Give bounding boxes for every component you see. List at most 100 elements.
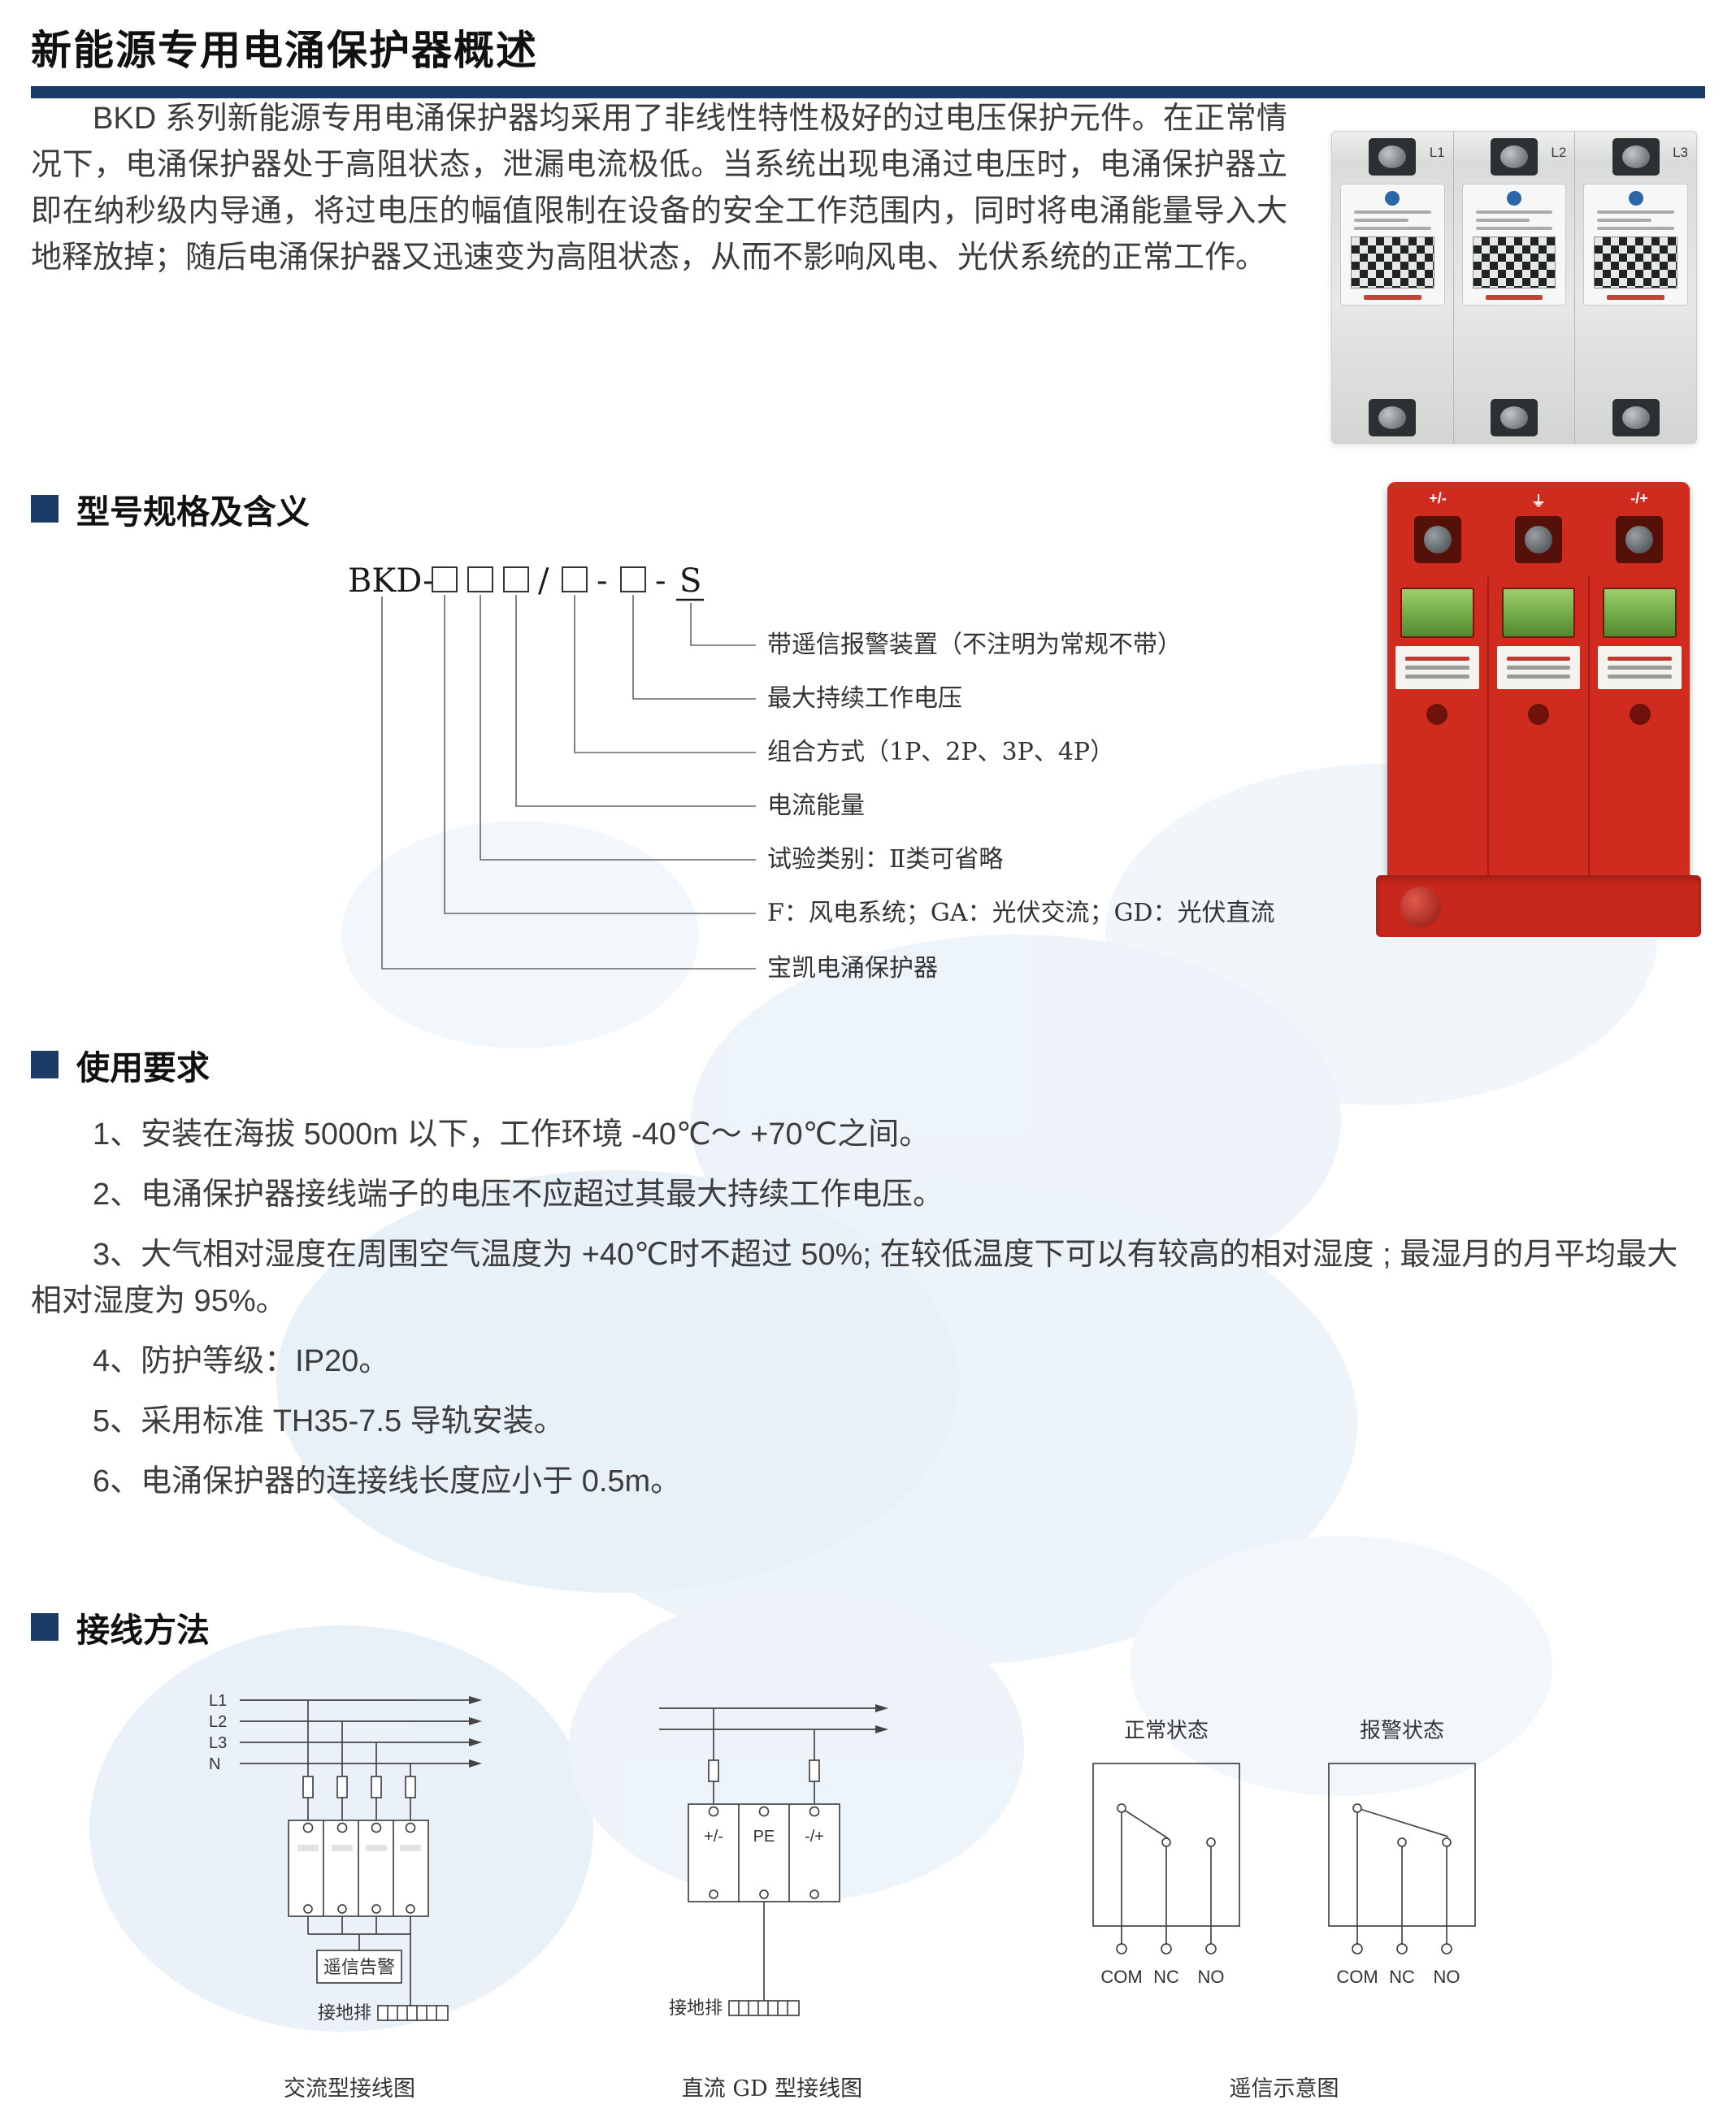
title-underline-bar xyxy=(31,86,1705,98)
usage-item: 6、电涌保护器的连接线长度应小于 0.5m。 xyxy=(93,1464,682,1499)
ac-line-label: L3 xyxy=(209,1734,227,1752)
terminal-label: NC xyxy=(1389,1967,1415,1987)
dc-wiring-diagram: +/- PE -/+ 接地排 xyxy=(646,1690,898,2048)
module-face xyxy=(1461,183,1567,306)
page-header: 新能源专用电涌保护器概述 xyxy=(31,18,1705,98)
terminal-screw-icon xyxy=(1515,516,1562,563)
brand-logo-icon xyxy=(1507,190,1521,206)
terminal-screw-icon xyxy=(1491,137,1538,176)
remote-signal-diagram: 正常状态 报警状态 xyxy=(1044,1715,1524,2007)
wiring-section-heading: 接线方法 xyxy=(31,1603,210,1651)
screw-hole-icon xyxy=(1629,704,1651,725)
model-callout-label: 试验类别：Ⅱ类可省略 xyxy=(767,845,1003,874)
label-band xyxy=(1598,646,1682,689)
ac-line-label: L2 xyxy=(209,1713,227,1731)
usage-item: 3、大气相对湿度在周围空气温度为 +40℃时不超过 50%; 在较低温度下可以有… xyxy=(31,1238,1678,1318)
release-latch xyxy=(1400,887,1441,927)
device-module xyxy=(1489,576,1591,890)
usage-item: 5、采用标准 TH35-7.5 导轨安装。 xyxy=(93,1404,565,1438)
status-window xyxy=(1603,588,1677,638)
replace-indicator-line xyxy=(1607,294,1665,300)
fine-print-line xyxy=(1597,226,1675,230)
section-bullet-icon xyxy=(31,495,59,523)
module-label-marks xyxy=(297,1845,421,1851)
model-callout-label: 组合方式（1P、2P、3P、4P） xyxy=(767,738,1114,766)
usage-item: 4、防护等级：IP20。 xyxy=(93,1344,390,1378)
spec-grid xyxy=(1351,236,1434,288)
model-callout-label: 电流能量 xyxy=(767,792,865,820)
dc-module-label: PE xyxy=(753,1828,775,1846)
ground-bar-label: 接地排 xyxy=(669,1998,723,2019)
fine-print-line xyxy=(1354,226,1431,230)
terminal-screw-icon xyxy=(1612,398,1660,436)
spec-grid xyxy=(1472,236,1556,288)
screw-hole-icon xyxy=(1528,704,1549,725)
ground-bar xyxy=(728,2000,800,2016)
fine-print-line xyxy=(1405,657,1469,661)
fine-print-line xyxy=(1506,657,1571,661)
brand-logo-icon xyxy=(1628,190,1643,206)
intro-paragraph: BKD 系列新能源专用电涌保护器均采用了非线性特性极好的过电压保护元件。在正常情… xyxy=(31,102,1287,275)
model-section-heading: 型号规格及含义 xyxy=(31,484,310,533)
module-label: L3 xyxy=(1673,144,1689,160)
spd-unit: +/- PE -/+ xyxy=(688,1803,840,1902)
model-code-dash: - xyxy=(655,562,666,600)
section-bullet-icon xyxy=(31,1051,59,1078)
terminal-label: NO xyxy=(1434,1967,1460,1987)
terminal-markings: +/- ⏚ -/+ xyxy=(1387,490,1690,511)
page-title: 新能源专用电涌保护器概述 xyxy=(31,27,538,74)
fine-print-line xyxy=(1354,210,1431,214)
model-code-slash: / xyxy=(538,562,549,600)
intro-section: L1 L2 xyxy=(31,96,1705,465)
ac-bottom-wiring xyxy=(307,1916,411,2006)
module-row xyxy=(1387,576,1690,890)
model-code-suffix: S xyxy=(679,562,701,600)
usage-section-heading: 使用要求 xyxy=(31,1040,210,1089)
model-section-title: 型号规格及含义 xyxy=(76,492,310,531)
alarm-state-label: 报警状态 xyxy=(1360,1719,1444,1743)
dc-wiring-svg: +/- PE -/+ 接地排 xyxy=(659,1704,888,2019)
device-body: +/- ⏚ -/+ xyxy=(1387,482,1690,890)
model-callout-label: 最大持续工作电压 xyxy=(767,684,962,713)
replace-indicator-line xyxy=(1364,294,1421,300)
remote-alarm-box xyxy=(316,1950,402,1984)
usage-item: 1、安装在海拔 5000m 以下，工作环境 -40℃～ +70℃之间。 xyxy=(93,1117,931,1152)
fine-print-line xyxy=(1475,226,1553,230)
brand-logo-icon xyxy=(1385,190,1400,206)
fine-print-line xyxy=(1405,675,1469,679)
device-module: L3 xyxy=(1575,131,1696,443)
fine-print-line xyxy=(1608,666,1673,670)
ac-line-label: L1 xyxy=(209,1692,227,1710)
terminal-label: NO xyxy=(1198,1967,1225,1987)
red-surge-protector: +/- ⏚ -/+ xyxy=(1376,482,1701,937)
ac-line-label: N xyxy=(209,1755,220,1773)
terminal-marking: -/+ xyxy=(1630,490,1648,506)
dc-module-label: +/- xyxy=(704,1828,723,1846)
replace-indicator-line xyxy=(1485,294,1543,300)
model-callout-label: 带遥信报警装置（不注明为常规不带） xyxy=(767,631,1182,659)
module-label: L1 xyxy=(1429,144,1445,160)
spec-grid xyxy=(1594,236,1678,288)
status-window xyxy=(1501,588,1576,638)
dc-power-lines xyxy=(659,1707,875,1804)
spd-unit xyxy=(288,1820,429,1917)
dc-module-label: -/+ xyxy=(805,1828,824,1846)
remote-alarm-label: 遥信告警 xyxy=(323,1958,395,1978)
ac-diagram-caption: 交流型接线图 xyxy=(284,2076,415,2102)
arrowheads xyxy=(875,1704,888,1733)
device-module xyxy=(1590,576,1690,890)
terminal-screw-icon xyxy=(1616,516,1663,563)
normal-state-label: 正常状态 xyxy=(1124,1719,1209,1743)
device-module: L1 xyxy=(1332,131,1454,443)
dc-diagram-caption: 直流 GD 型接线图 xyxy=(681,2076,863,2102)
module-face xyxy=(1340,183,1445,306)
wiring-section-title: 接线方法 xyxy=(76,1611,210,1650)
screw-hole-icon xyxy=(1426,704,1448,725)
white-device-photo: L1 L2 xyxy=(1323,120,1705,453)
usage-item: 2、电涌保护器接线端子的电压不应超过其最大持续工作电压。 xyxy=(93,1178,944,1212)
terminal-screw-icon xyxy=(1491,398,1538,436)
fine-print-line xyxy=(1608,675,1673,679)
